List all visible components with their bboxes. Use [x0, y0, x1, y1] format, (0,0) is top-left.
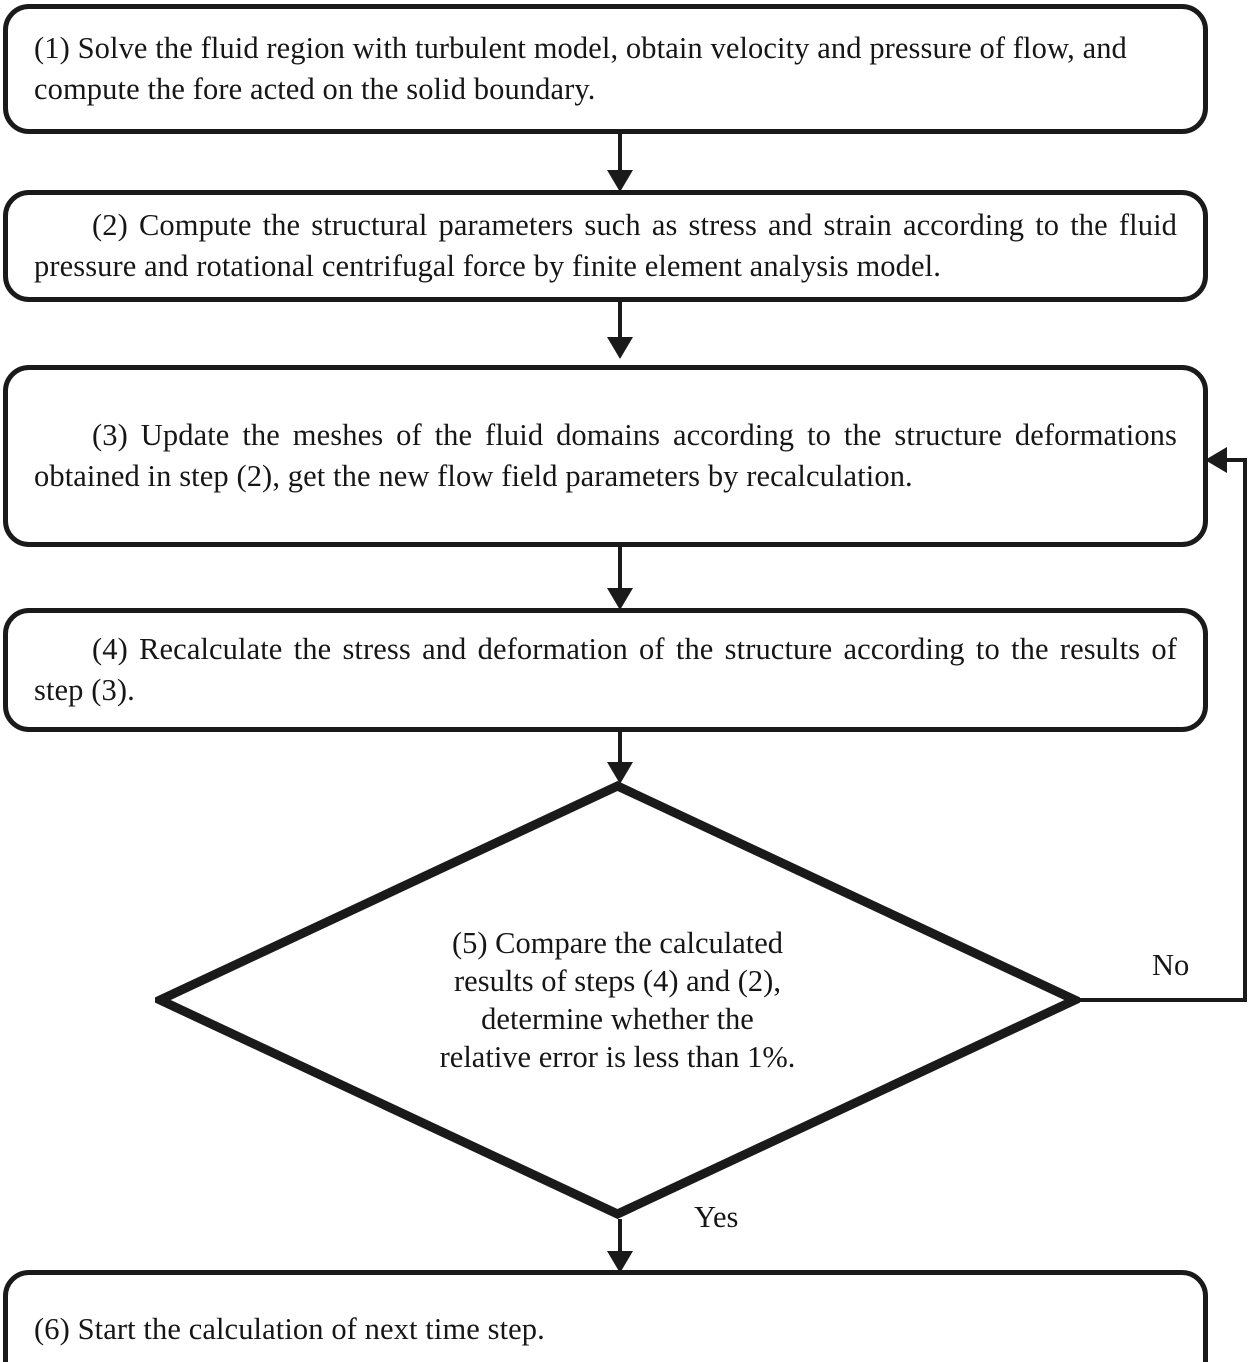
connector-yes-step6: [618, 1219, 622, 1255]
arrowhead-down-step2: [607, 170, 633, 192]
flow-node-step-6-text: (6) Start the calculation of next time s…: [34, 1311, 545, 1346]
flow-node-step-3[interactable]: (3) Update the meshes of the fluid domai…: [3, 365, 1208, 547]
flow-node-step-4-text: (4) Recalculate the stress and deformati…: [34, 632, 1177, 707]
connector-step1-step2: [618, 134, 622, 174]
flow-node-step-4[interactable]: (4) Recalculate the stress and deformati…: [3, 608, 1208, 732]
arrowhead-left-step3: [1205, 447, 1227, 473]
flow-node-step-3-text: (3) Update the meshes of the fluid domai…: [34, 418, 1177, 493]
flow-node-step-1-text: (1) Solve the fluid region with turbulen…: [34, 31, 1127, 106]
connector-step2-step3: [618, 302, 622, 341]
flow-node-step-5-decision[interactable]: (5) Compare the calculated results of st…: [155, 781, 1080, 1219]
connector-step3-step4: [618, 547, 622, 592]
flow-node-step-2-text: (2) Compute the structural parameters su…: [34, 208, 1177, 283]
connector-no-horizontal-top: [1213, 458, 1245, 462]
flow-node-step-2[interactable]: (2) Compute the structural parameters su…: [3, 190, 1208, 302]
connector-step4-step5: [618, 732, 622, 766]
edge-label-yes: Yes: [694, 1200, 739, 1234]
connector-no-horizontal-bottom: [1080, 998, 1247, 1002]
arrowhead-down-decision: [607, 762, 633, 784]
flow-node-step-6[interactable]: (6) Start the calculation of next time s…: [3, 1270, 1208, 1362]
edge-label-no: No: [1152, 948, 1190, 982]
arrowhead-down-step3: [607, 337, 633, 359]
flow-node-step-1[interactable]: (1) Solve the fluid region with turbulen…: [3, 4, 1208, 134]
connector-no-vertical: [1243, 458, 1247, 1000]
diamond-shape: [155, 781, 1080, 1219]
arrowhead-down-step6: [607, 1251, 633, 1273]
arrowhead-down-step4: [607, 588, 633, 610]
